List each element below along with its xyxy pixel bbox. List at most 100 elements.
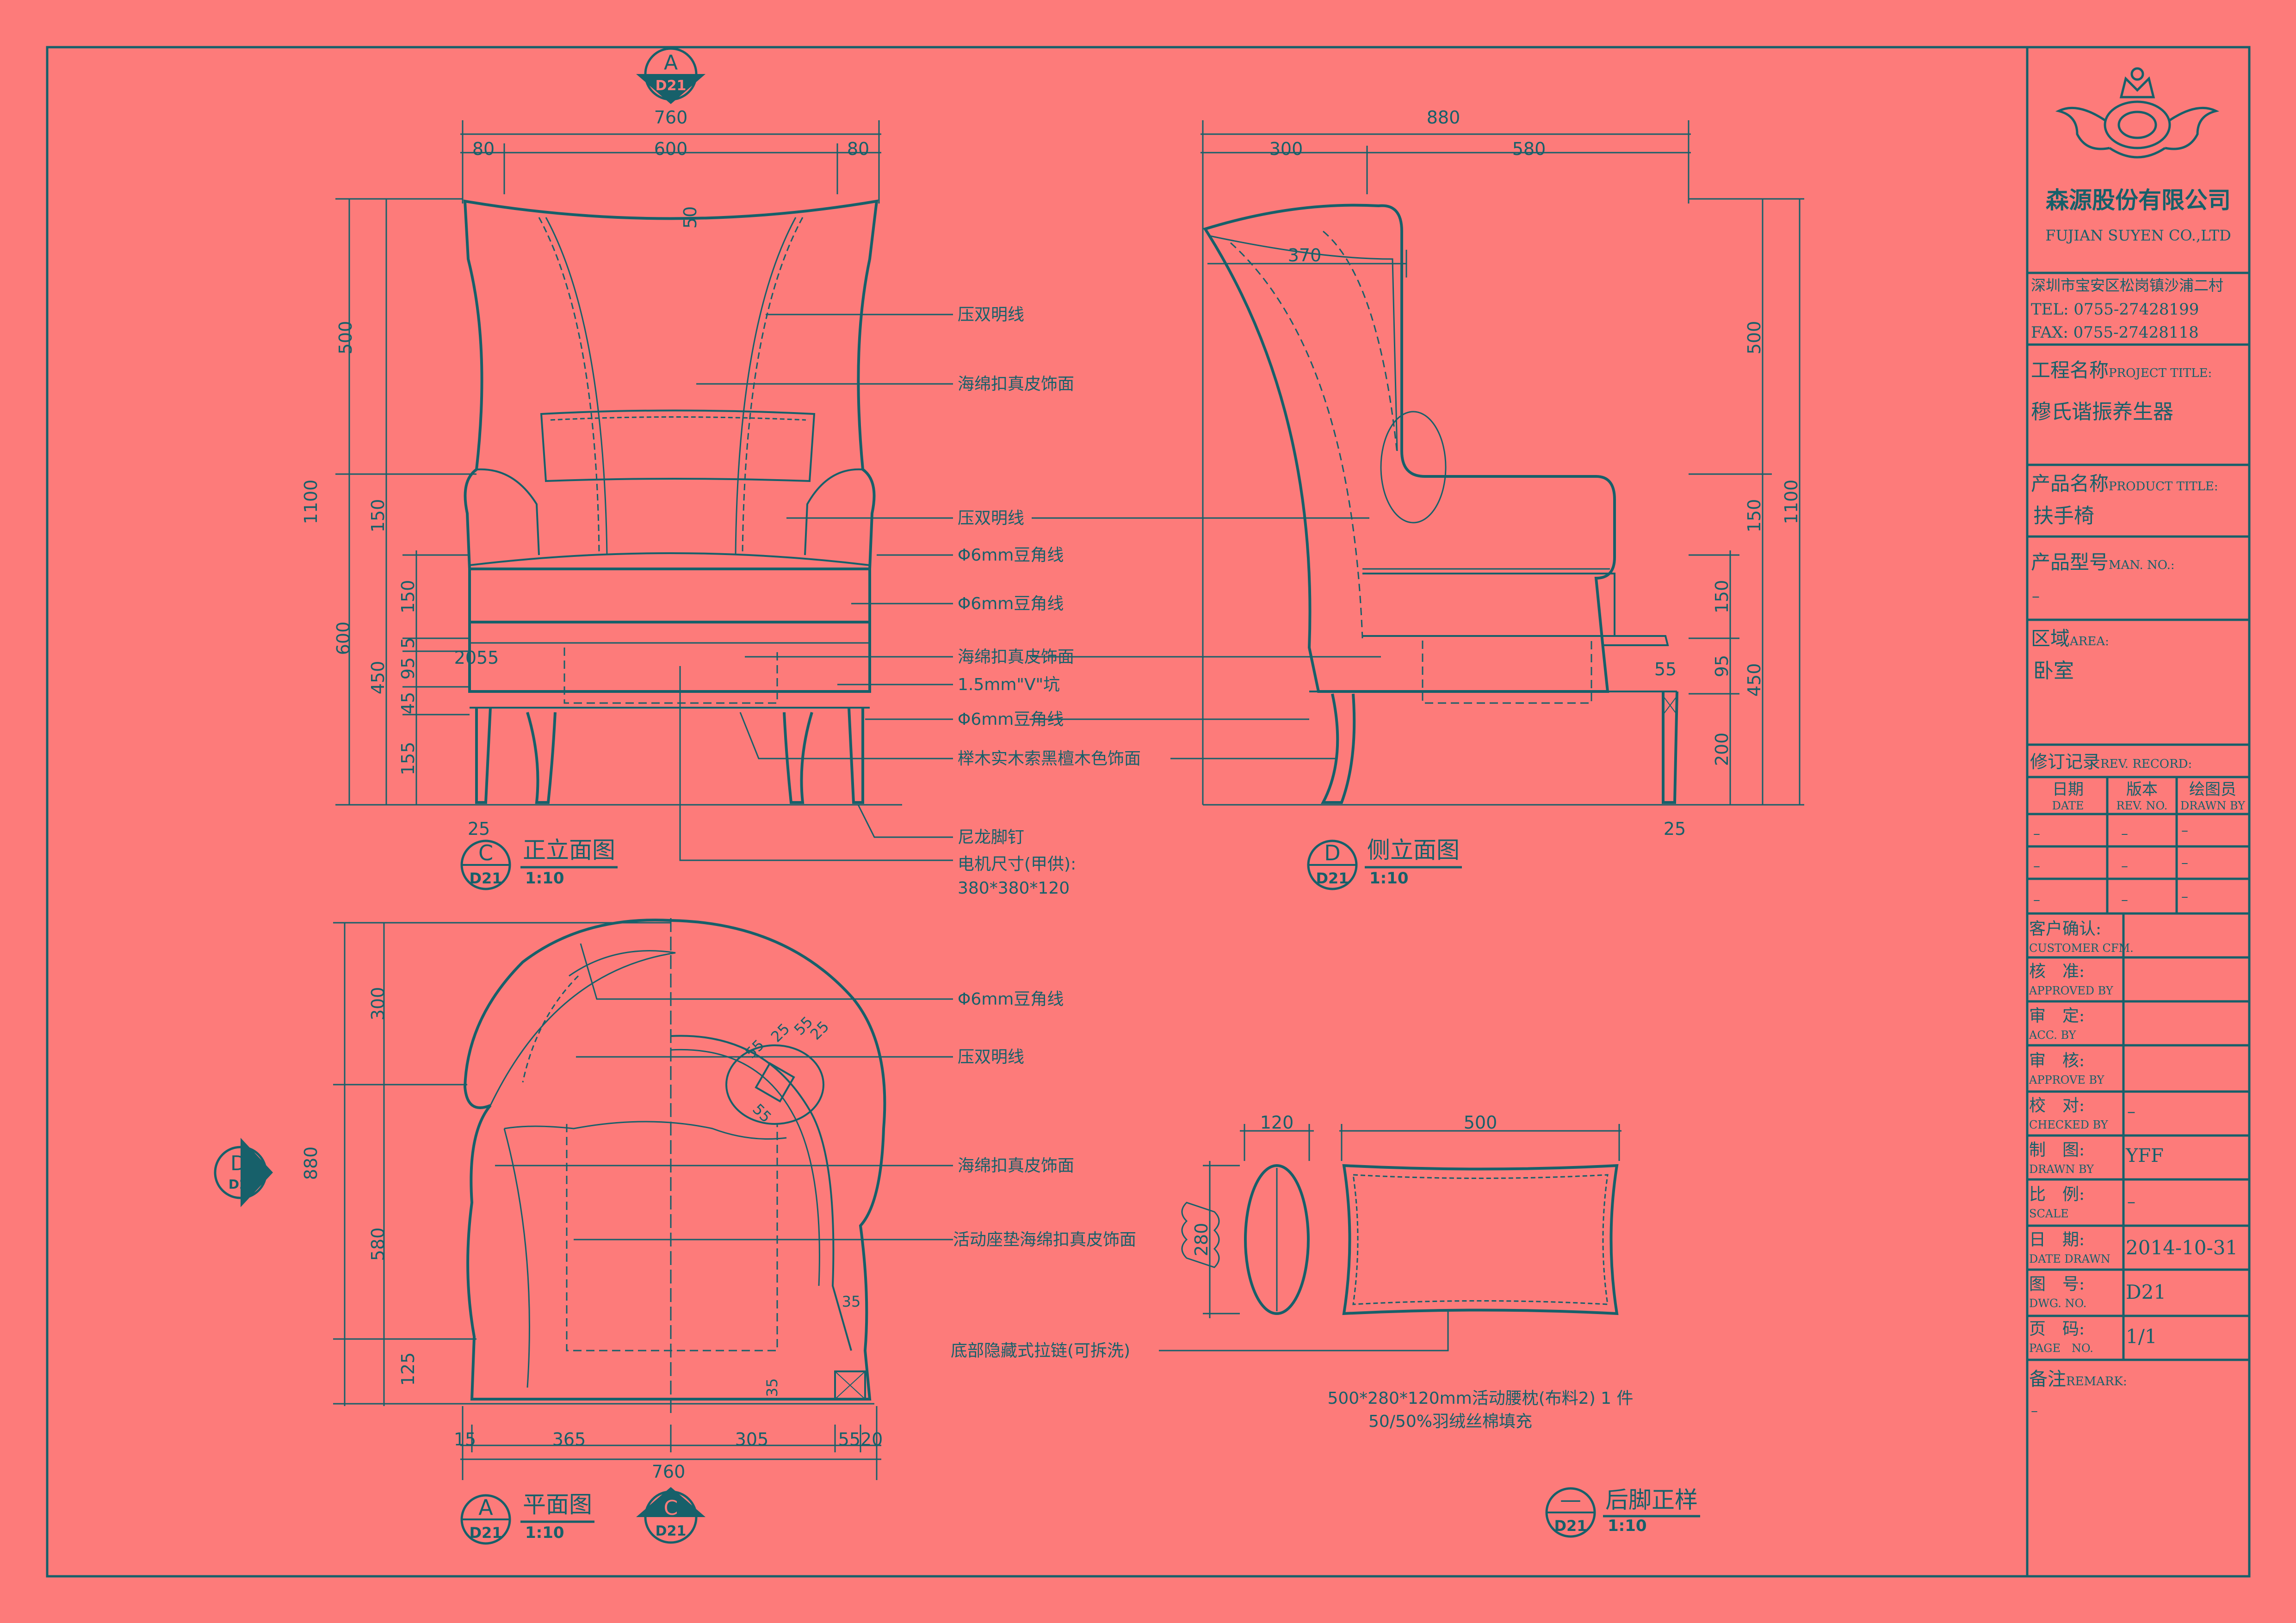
model-value: –: [2032, 587, 2040, 605]
company-address: 深圳市宝安区松岗镇沙浦二村: [2031, 277, 2223, 294]
view-plan-sheet: D21: [469, 1524, 502, 1542]
dim-side-95: 95: [1712, 655, 1732, 677]
field-date-label: 日 期:: [2029, 1230, 2085, 1249]
rev-cell: –: [2121, 892, 2128, 908]
note-foam-leather-3: 海绵扣真皮饰面: [958, 1156, 1074, 1175]
field-dwg-label: 图 号:: [2029, 1275, 2085, 1294]
dim-plan-5520: 5520: [838, 1429, 883, 1450]
dim-front-5: 5: [398, 637, 418, 648]
view-title-plan: A D21 平面图 1:10: [460, 1491, 594, 1545]
dim-front-500: 500: [335, 321, 356, 355]
remark-value: –: [2031, 1403, 2038, 1419]
dim-plan-125: 125: [398, 1352, 418, 1386]
dim-plan-365: 365: [552, 1429, 586, 1450]
field-approve-label: 审 核:: [2029, 1051, 2085, 1070]
field-drawn-label-en: DRAWN BY: [2029, 1163, 2094, 1176]
view-foot-title: 后脚正样: [1605, 1487, 1698, 1513]
field-checked-value: –: [2127, 1102, 2135, 1121]
dim-plan-15: 15: [454, 1429, 476, 1450]
note-bead-1: Φ6mm豆角线: [958, 546, 1064, 565]
view-foot-letter: —: [1560, 1487, 1581, 1512]
note-pillow-1: 500*280*120mm活动腰枕(布料2) 1 件: [1327, 1389, 1633, 1408]
field-customer-label: 客户确认:: [2029, 919, 2101, 938]
dim-front-1100: 1100: [301, 480, 321, 525]
view-side-scale: 1:10: [1369, 869, 1409, 888]
dim-plan-300: 300: [368, 987, 388, 1021]
field-checked-label-en: CHECKED BY: [2029, 1118, 2109, 1131]
dim-side-150a: 150: [1744, 499, 1764, 533]
dim-front-overall: 760: [654, 107, 688, 128]
annotations: 压双明线 海绵扣真皮饰面 压双明线 Φ6mm豆角线 Φ6mm豆角线 海绵扣真皮饰…: [951, 305, 1634, 1431]
dim-plan-580: 580: [368, 1228, 388, 1261]
plan-dimensions: [333, 922, 881, 1480]
field-checked-label: 校 对:: [2029, 1096, 2085, 1115]
pillow-dim-labels: 120 500 280: [1191, 1112, 1497, 1256]
front-dim-labels: 760 80 600 80 50 1100 500 150 600 150 5 …: [301, 107, 869, 839]
dim-front-155: 155: [398, 742, 418, 776]
dim-side-300: 300: [1269, 139, 1303, 159]
dim-front-arm-right: 80: [847, 139, 869, 159]
dim-front-50: 50: [680, 206, 700, 228]
rev-cell: –: [2181, 855, 2188, 871]
section-marker-top: A D21: [636, 47, 706, 104]
company-name-en: FUJIAN SUYEN CO.,LTD: [2045, 227, 2231, 244]
dim-front-95: 95: [398, 657, 418, 679]
front-elevation: [463, 199, 879, 804]
note-pillow-2: 50/50%羽绒丝棉填充: [1368, 1412, 1532, 1431]
field-dwg-value: D21: [2126, 1281, 2166, 1303]
view-title-foot: — D21 后脚正样 1:10: [1545, 1487, 1700, 1538]
rev-cell: –: [2033, 892, 2040, 908]
dim-front-450: 450: [368, 661, 388, 695]
dim-front-2055: 2055: [454, 648, 499, 668]
note-double-stitch-3: 压双明线: [958, 1048, 1024, 1067]
dim-side-1100: 1100: [1781, 480, 1801, 525]
dim-side-overall: 880: [1427, 107, 1461, 128]
dim-front-back: 600: [654, 139, 688, 159]
marker-bottom-letter: C: [664, 1496, 678, 1520]
dim-plan-55a: 55: [742, 1036, 768, 1062]
title-block: 森源股份有限公司 FUJIAN SUYEN CO.,LTD 深圳市宝安区松岗镇沙…: [2027, 67, 2249, 1419]
section-marker-bottom: C D21: [636, 1487, 706, 1544]
view-side-letter: D: [1324, 840, 1340, 865]
field-drawn-label: 制 图:: [2029, 1141, 2085, 1160]
field-drawn-value: YFF: [2125, 1145, 2164, 1166]
note-v-groove: 1.5mm"V"坑: [958, 675, 1060, 694]
front-dimensions: [335, 120, 902, 806]
remark-label: 备注REMARK:: [2029, 1369, 2127, 1390]
dim-plan-55c: 55: [749, 1100, 775, 1126]
dim-front-25: 25: [468, 819, 490, 839]
marker-bottom-sheet: D21: [656, 1523, 687, 1539]
field-approved-label-en: APPROVED BY: [2029, 984, 2114, 997]
dim-plan-25a: 25: [767, 1020, 793, 1046]
note-double-stitch-2: 压双明线: [958, 509, 1024, 528]
rev-label: 修订记录REV. RECORD:: [2030, 752, 2192, 772]
area-label: 区域AREA:: [2031, 627, 2109, 650]
dim-side-25: 25: [1664, 819, 1686, 839]
dim-pillow-280: 280: [1191, 1223, 1212, 1257]
view-title-side: D D21 侧立面图 1:10: [1307, 837, 1462, 890]
marker-top-sheet: D21: [656, 78, 687, 94]
rev-cell: –: [2181, 822, 2188, 839]
field-customer-label-en: CUSTOMER CFM.: [2029, 942, 2134, 955]
dim-plan-880: 880: [301, 1147, 321, 1180]
dim-front-arm-left: 80: [472, 139, 495, 159]
dim-plan-35b: 35: [763, 1378, 781, 1397]
dim-side-200: 200: [1712, 733, 1732, 766]
rev-header-no-en: REV. NO.: [2117, 799, 2168, 812]
company-name-cn: 森源股份有限公司: [2046, 187, 2231, 214]
note-double-stitch-1: 压双明线: [958, 305, 1024, 324]
dim-front-45: 45: [398, 692, 418, 714]
side-elevation: [1203, 204, 1678, 804]
rev-cell: –: [2121, 858, 2128, 874]
rev-header-date-en: DATE: [2052, 799, 2084, 812]
view-front-title: 正立面图: [523, 837, 615, 864]
dim-side-55: 55: [1654, 659, 1677, 679]
product-label: 产品名称PRODUCT TITLE:: [2031, 472, 2218, 495]
leader-lines: [495, 314, 1381, 1240]
view-front-sheet: D21: [469, 870, 502, 887]
view-plan-scale: 1:10: [525, 1524, 564, 1542]
marker-left-sheet: D21: [229, 1177, 257, 1192]
field-date-label-en: DATE DRAWN: [2029, 1253, 2110, 1265]
plan-view: [463, 918, 886, 1415]
